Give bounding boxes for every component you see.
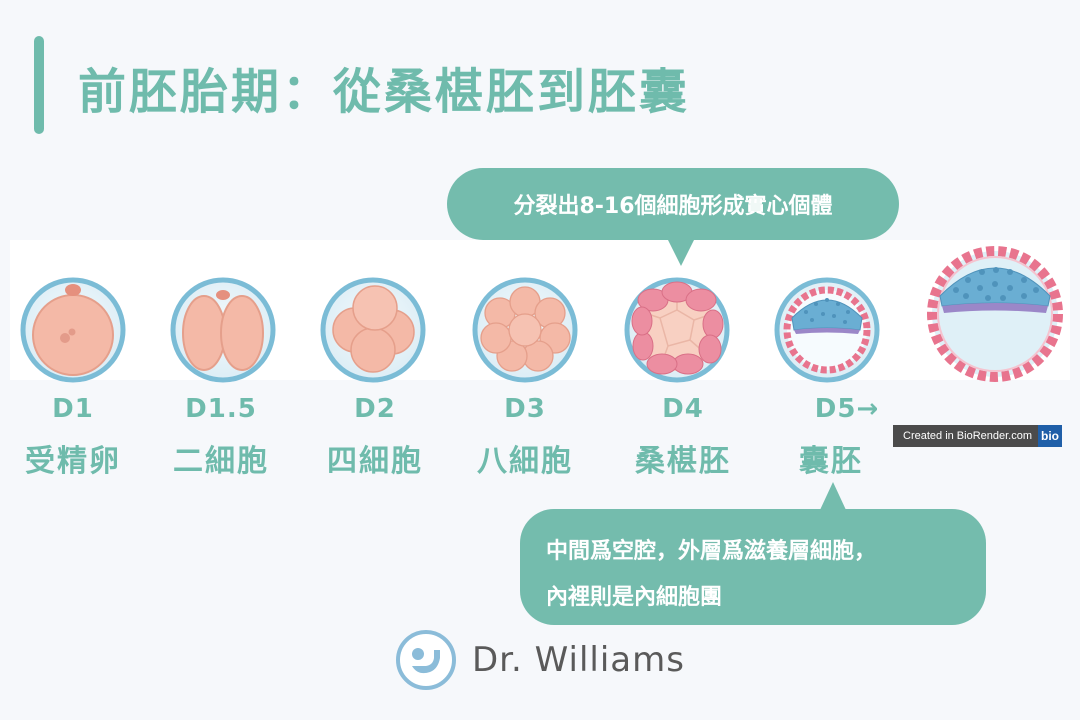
page-title: 前胚胎期：從桑椹胚到胚囊 bbox=[78, 64, 691, 120]
eight-cell-embryo bbox=[472, 277, 578, 383]
stage-name-label: 受精卵 bbox=[25, 444, 121, 479]
callout-blastocyst-tail bbox=[820, 482, 846, 510]
callout-morula-text: 分裂出8-16個細胞形成實心個體 bbox=[513, 194, 833, 219]
stage-day-label: D3 bbox=[504, 394, 546, 424]
stage-day-label: D2 bbox=[354, 394, 396, 424]
stage-day-label: D1 bbox=[52, 394, 94, 424]
stage-name-label: 二細胞 bbox=[173, 444, 269, 479]
stage-name-label: 囊胚 bbox=[799, 444, 863, 479]
callout-blastocyst-line: 中間爲空腔，外層爲滋養層細胞， bbox=[546, 539, 877, 564]
biorender-credit-badge[interactable]: Created in BioRender.com bio bbox=[893, 425, 1063, 447]
four-cell-embryo bbox=[320, 277, 426, 383]
morula-embryo bbox=[624, 277, 730, 383]
callout-morula-tail bbox=[667, 238, 695, 266]
brand-name: Dr. Williams bbox=[472, 640, 685, 680]
stage-name-label: 八細胞 bbox=[477, 444, 573, 479]
dr-williams-logo-icon bbox=[396, 630, 456, 690]
expanded-blastocyst bbox=[927, 246, 1063, 382]
zygote-cell bbox=[20, 277, 126, 383]
stage-day-label: D1.5 bbox=[185, 394, 257, 424]
credit-text: Created in BioRender.com bbox=[893, 425, 1039, 447]
stage-day-label: D4 bbox=[662, 394, 704, 424]
title-accent-bar bbox=[34, 36, 44, 134]
brand-logo: Dr. Williams bbox=[394, 628, 685, 692]
stage-name-label: 桑椹胚 bbox=[635, 444, 731, 479]
stage-day-label: D5→ bbox=[814, 394, 880, 424]
biorender-logo-icon: bio bbox=[1038, 425, 1063, 447]
stage-name-label: 四細胞 bbox=[327, 444, 423, 479]
callout-blastocyst: 中間爲空腔，外層爲滋養層細胞， 內裡則是內細胞團 bbox=[520, 482, 986, 625]
callout-blastocyst-line: 內裡則是內細胞團 bbox=[546, 585, 723, 610]
two-cell-embryo bbox=[170, 277, 276, 383]
callout-morula: 分裂出8-16個細胞形成實心個體 bbox=[447, 168, 899, 266]
blastocyst-embryo bbox=[774, 277, 880, 383]
